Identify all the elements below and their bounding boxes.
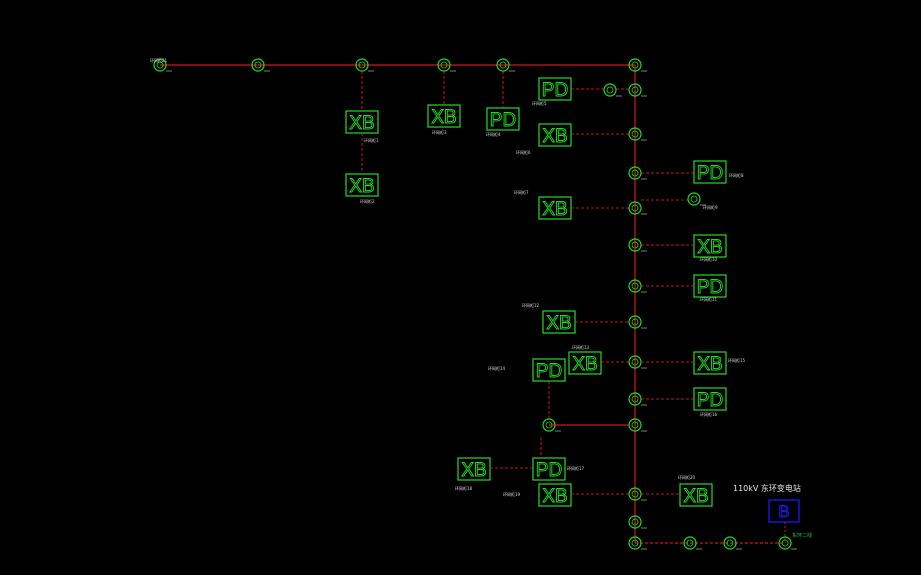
equipment-box-label: XB <box>542 486 567 507</box>
box-label: 环网柜13 <box>572 345 590 350</box>
box-label: 环网柜4 <box>486 132 501 137</box>
box-label: 环网柜16 <box>700 412 718 417</box>
switch-node-inner <box>254 61 262 69</box>
switch-node-inner <box>631 204 639 212</box>
substation-box <box>768 499 800 523</box>
switch-node <box>628 515 642 529</box>
box-label: 环网柜19 <box>503 492 521 497</box>
equipment-box-label: XB <box>697 354 722 375</box>
switch-node <box>251 58 265 72</box>
box-label: 环网柜6 <box>516 150 531 155</box>
switch-node-inner <box>631 130 639 138</box>
equipment-box <box>568 351 602 375</box>
equipment-box-label: PD <box>542 80 568 101</box>
box-label: 环网柜7 <box>514 190 529 195</box>
switch-node-inner <box>631 421 639 429</box>
switch-node-inner <box>631 318 639 326</box>
substation-box-label: B <box>778 502 789 521</box>
switch-node-inner <box>440 61 448 69</box>
switch-node <box>683 536 697 550</box>
switch-node <box>603 83 617 97</box>
box-label: 环网柜10 <box>700 257 718 262</box>
switch-node-inner <box>631 169 639 177</box>
switch-node-inner <box>631 518 639 526</box>
box-label: 环网柜18 <box>455 486 473 491</box>
box-label: 环网柜5 <box>532 101 547 106</box>
box-label: 环网柜17 <box>567 466 585 471</box>
equipment-box <box>457 457 491 481</box>
box-label: 环网柜3 <box>432 130 447 135</box>
equipment-box-label: PD <box>697 390 723 411</box>
switch-node-inner <box>358 61 366 69</box>
equipment-box-label: PD <box>536 460 562 481</box>
switch-node-inner <box>631 61 639 69</box>
switch-node-inner <box>690 195 698 203</box>
box-label: 环网柜11 <box>700 297 718 302</box>
substation-sub-label: 东环二线 <box>792 533 813 539</box>
box-label: 环网柜1 <box>364 138 379 143</box>
equipment-box-label: XB <box>349 176 374 197</box>
box-label: 环网柜8 <box>729 173 744 178</box>
equipment-box-label: XB <box>546 313 571 334</box>
switch-node <box>628 315 642 329</box>
equipment-box-label: XB <box>431 107 456 128</box>
substation-label: 110kV 东环变电站 <box>733 484 801 493</box>
switch-node-inner <box>156 61 164 69</box>
equipment-box <box>693 160 727 184</box>
switch-node-inner <box>631 358 639 366</box>
equipment-box-label: XB <box>683 486 708 507</box>
equipment-box-label: PD <box>490 110 516 131</box>
switch-node <box>723 536 737 550</box>
equipment-box <box>693 234 727 258</box>
box-label: 环网柜12 <box>522 303 540 308</box>
equipment-box <box>693 351 727 375</box>
switch-node-inner <box>631 490 639 498</box>
equipment-box <box>679 483 713 507</box>
box-label: 环网柜2 <box>360 199 375 204</box>
equipment-box-label: PD <box>697 277 723 298</box>
switch-node-inner <box>631 86 639 94</box>
box-label: 环网柜15 <box>728 358 746 363</box>
switch-node <box>153 58 167 72</box>
equipment-box-label: PD <box>536 361 562 382</box>
switch-node <box>628 536 642 550</box>
equipment-box <box>486 107 520 131</box>
switch-node <box>628 58 642 72</box>
box-label: 环网柜14 <box>488 366 506 371</box>
equipment-box-label: XB <box>461 460 486 481</box>
equipment-box <box>538 483 572 507</box>
box-label: 环网柜9 <box>703 205 718 210</box>
switch-node-inner <box>631 539 639 547</box>
switch-node-inner <box>726 539 734 547</box>
equipment-box-label: XB <box>349 113 374 134</box>
switch-node <box>778 536 792 550</box>
equipment-box-label: XB <box>572 354 597 375</box>
equipment-box-label: XB <box>697 237 722 258</box>
equipment-box-label: XB <box>542 199 567 220</box>
switch-node-inner <box>686 539 694 547</box>
switch-node-inner <box>781 539 789 547</box>
switch-node-inner <box>631 241 639 249</box>
box-label: 环网柜20 <box>678 475 696 480</box>
equipment-box-label: PD <box>697 163 723 184</box>
switch-node-inner <box>631 282 639 290</box>
switch-node <box>628 83 642 97</box>
equipment-box <box>538 123 572 147</box>
switch-node-inner <box>606 86 614 94</box>
switch-node-inner <box>631 395 639 403</box>
equipment-box <box>345 173 379 197</box>
switch-node-inner <box>499 61 507 69</box>
equipment-box-label: XB <box>542 126 567 147</box>
box-label: 环网柜21 <box>150 58 168 63</box>
equipment-box <box>532 457 566 481</box>
switch-node <box>687 192 701 206</box>
equipment-box <box>427 104 461 128</box>
